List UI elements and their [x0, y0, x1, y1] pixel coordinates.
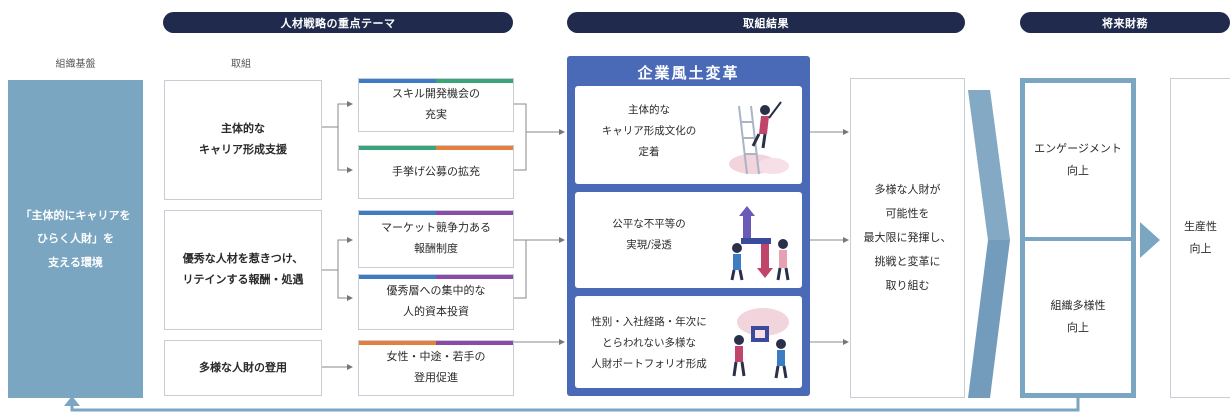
color-bar — [359, 79, 513, 83]
theme-2-line-2: リテインする報酬・処遇 — [182, 273, 304, 286]
culture-card-career: 主体的な キャリア形成文化の 定着 — [575, 86, 802, 184]
theme-1-line-2: キャリア形成支援 — [199, 143, 287, 156]
balance-people-illustration — [730, 206, 790, 281]
outcome-line-4: 挑戦と変革に — [874, 255, 941, 269]
productivity-box: 生産性 向上 — [1170, 78, 1230, 398]
header-strategy-themes: 人材戦略の重点テーマ — [163, 12, 513, 33]
culture-card-2-line-1: 公平な不平等の — [612, 218, 686, 230]
theme-3-line-1: 多様な人財の登用 — [199, 360, 287, 374]
culture-card-diversity: 性別・入社経路・年次に とらわれない多様な 人財ポートフォリオ形成 — [575, 296, 802, 388]
culture-card-fairness: 公平な不平等の 実現/浸透 — [575, 192, 802, 288]
engagement-line-1: エンゲージメント — [1034, 142, 1122, 155]
team-illustration — [732, 308, 789, 379]
outcome-line-5: 取り組む — [885, 279, 930, 293]
culture-transformation-panel: 企業風土変革 主体的な キャリア形成文化の 定着 公平な不平等の 実現/浸透 — [567, 56, 810, 396]
label-initiatives: 取組 — [231, 59, 251, 70]
culture-card-1-line-1: 主体的な — [628, 104, 670, 116]
header-results: 取組結果 — [567, 12, 965, 33]
initiative-4-line-2: 人的資本投資 — [403, 305, 469, 318]
initiative-1-line-2: 充実 — [425, 108, 447, 121]
initiative-3-line-2: 報酬制度 — [414, 242, 458, 255]
culture-title: 企業風土変革 — [637, 64, 740, 82]
theme-2-line-1: 優秀な人材を惹きつけ、 — [182, 252, 304, 266]
initiative-2-line-1: 手挙げ公募の拡充 — [392, 164, 480, 178]
outcome-line-2: 可能性を — [885, 206, 930, 220]
outcome-box: 多様な人財が 可能性を 最大限に発揮し、 挑戦と変革に 取り組む — [850, 78, 965, 398]
header-future-finance: 将来財務 — [1020, 12, 1230, 33]
diversity-box: 組織多様性 向上 — [1025, 241, 1131, 393]
initiative-compensation-system: マーケット競争力ある 報酬制度 — [358, 210, 514, 268]
initiative-human-capital-investment: 優秀層への集中的な 人的資本投資 — [358, 274, 514, 330]
future-finance-frame: エンゲージメント 向上 組織多様性 向上 — [1020, 78, 1136, 398]
culture-card-3-line-3: 人財ポートフォリオ形成 — [591, 358, 707, 370]
color-bar — [359, 341, 513, 345]
initiative-4-line-1: 優秀層への集中的な — [386, 284, 486, 298]
theme-compensation: 優秀な人材を惹きつけ、 リテインする報酬・処遇 — [164, 210, 322, 330]
culture-card-1-line-3: 定着 — [638, 146, 660, 158]
outcome-line-1: 多様な人財が — [874, 182, 941, 196]
productivity-line-2: 向上 — [1189, 242, 1212, 255]
culture-card-2-line-2: 実現/浸透 — [626, 239, 672, 251]
base-line-1: 「主体的にキャリアを — [20, 209, 131, 223]
color-bar — [359, 275, 513, 279]
initiative-5-line-1: 女性・中途・若手の — [386, 350, 486, 364]
culture-card-1-line-2: キャリア形成文化の — [601, 125, 697, 137]
initiative-promotion: 女性・中途・若手の 登用促進 — [358, 340, 514, 396]
base-line-3: 支える環境 — [48, 255, 103, 269]
theme-career-support: 主体的な キャリア形成支援 — [164, 80, 322, 200]
initiative-1-line-1: スキル開発機会の — [392, 87, 480, 101]
theme-diverse-talent: 多様な人財の登用 — [164, 340, 322, 396]
initiative-3-line-1: マーケット競争力ある — [381, 221, 491, 235]
engagement-line-2: 向上 — [1067, 164, 1089, 177]
color-bar — [359, 211, 513, 215]
ladder-person-illustration — [729, 101, 789, 175]
culture-card-3-line-2: とらわれない多様な — [602, 337, 696, 349]
outcome-line-3: 最大限に発揮し、 — [863, 230, 952, 244]
initiative-5-line-2: 登用促進 — [414, 371, 458, 384]
productivity-line-1: 生産性 — [1184, 220, 1217, 233]
label-org-base: 組織基盤 — [55, 59, 96, 70]
initiative-open-recruitment: 手挙げ公募の拡充 — [358, 145, 514, 199]
frame-divider — [1025, 237, 1131, 241]
initiative-skill-development: スキル開発機会の 充実 — [358, 78, 514, 132]
theme-1-line-1: 主体的な — [221, 122, 265, 136]
color-bar — [359, 146, 513, 150]
culture-card-3-line-1: 性別・入社経路・年次に — [591, 316, 707, 328]
base-line-2: ひらく人財」を — [37, 232, 114, 246]
engagement-box: エンゲージメント 向上 — [1025, 83, 1131, 237]
diversity-line-2: 向上 — [1067, 321, 1089, 334]
org-base-box: 「主体的にキャリアを ひらく人財」を 支える環境 — [8, 80, 143, 398]
diversity-line-1: 組織多様性 — [1050, 299, 1106, 312]
